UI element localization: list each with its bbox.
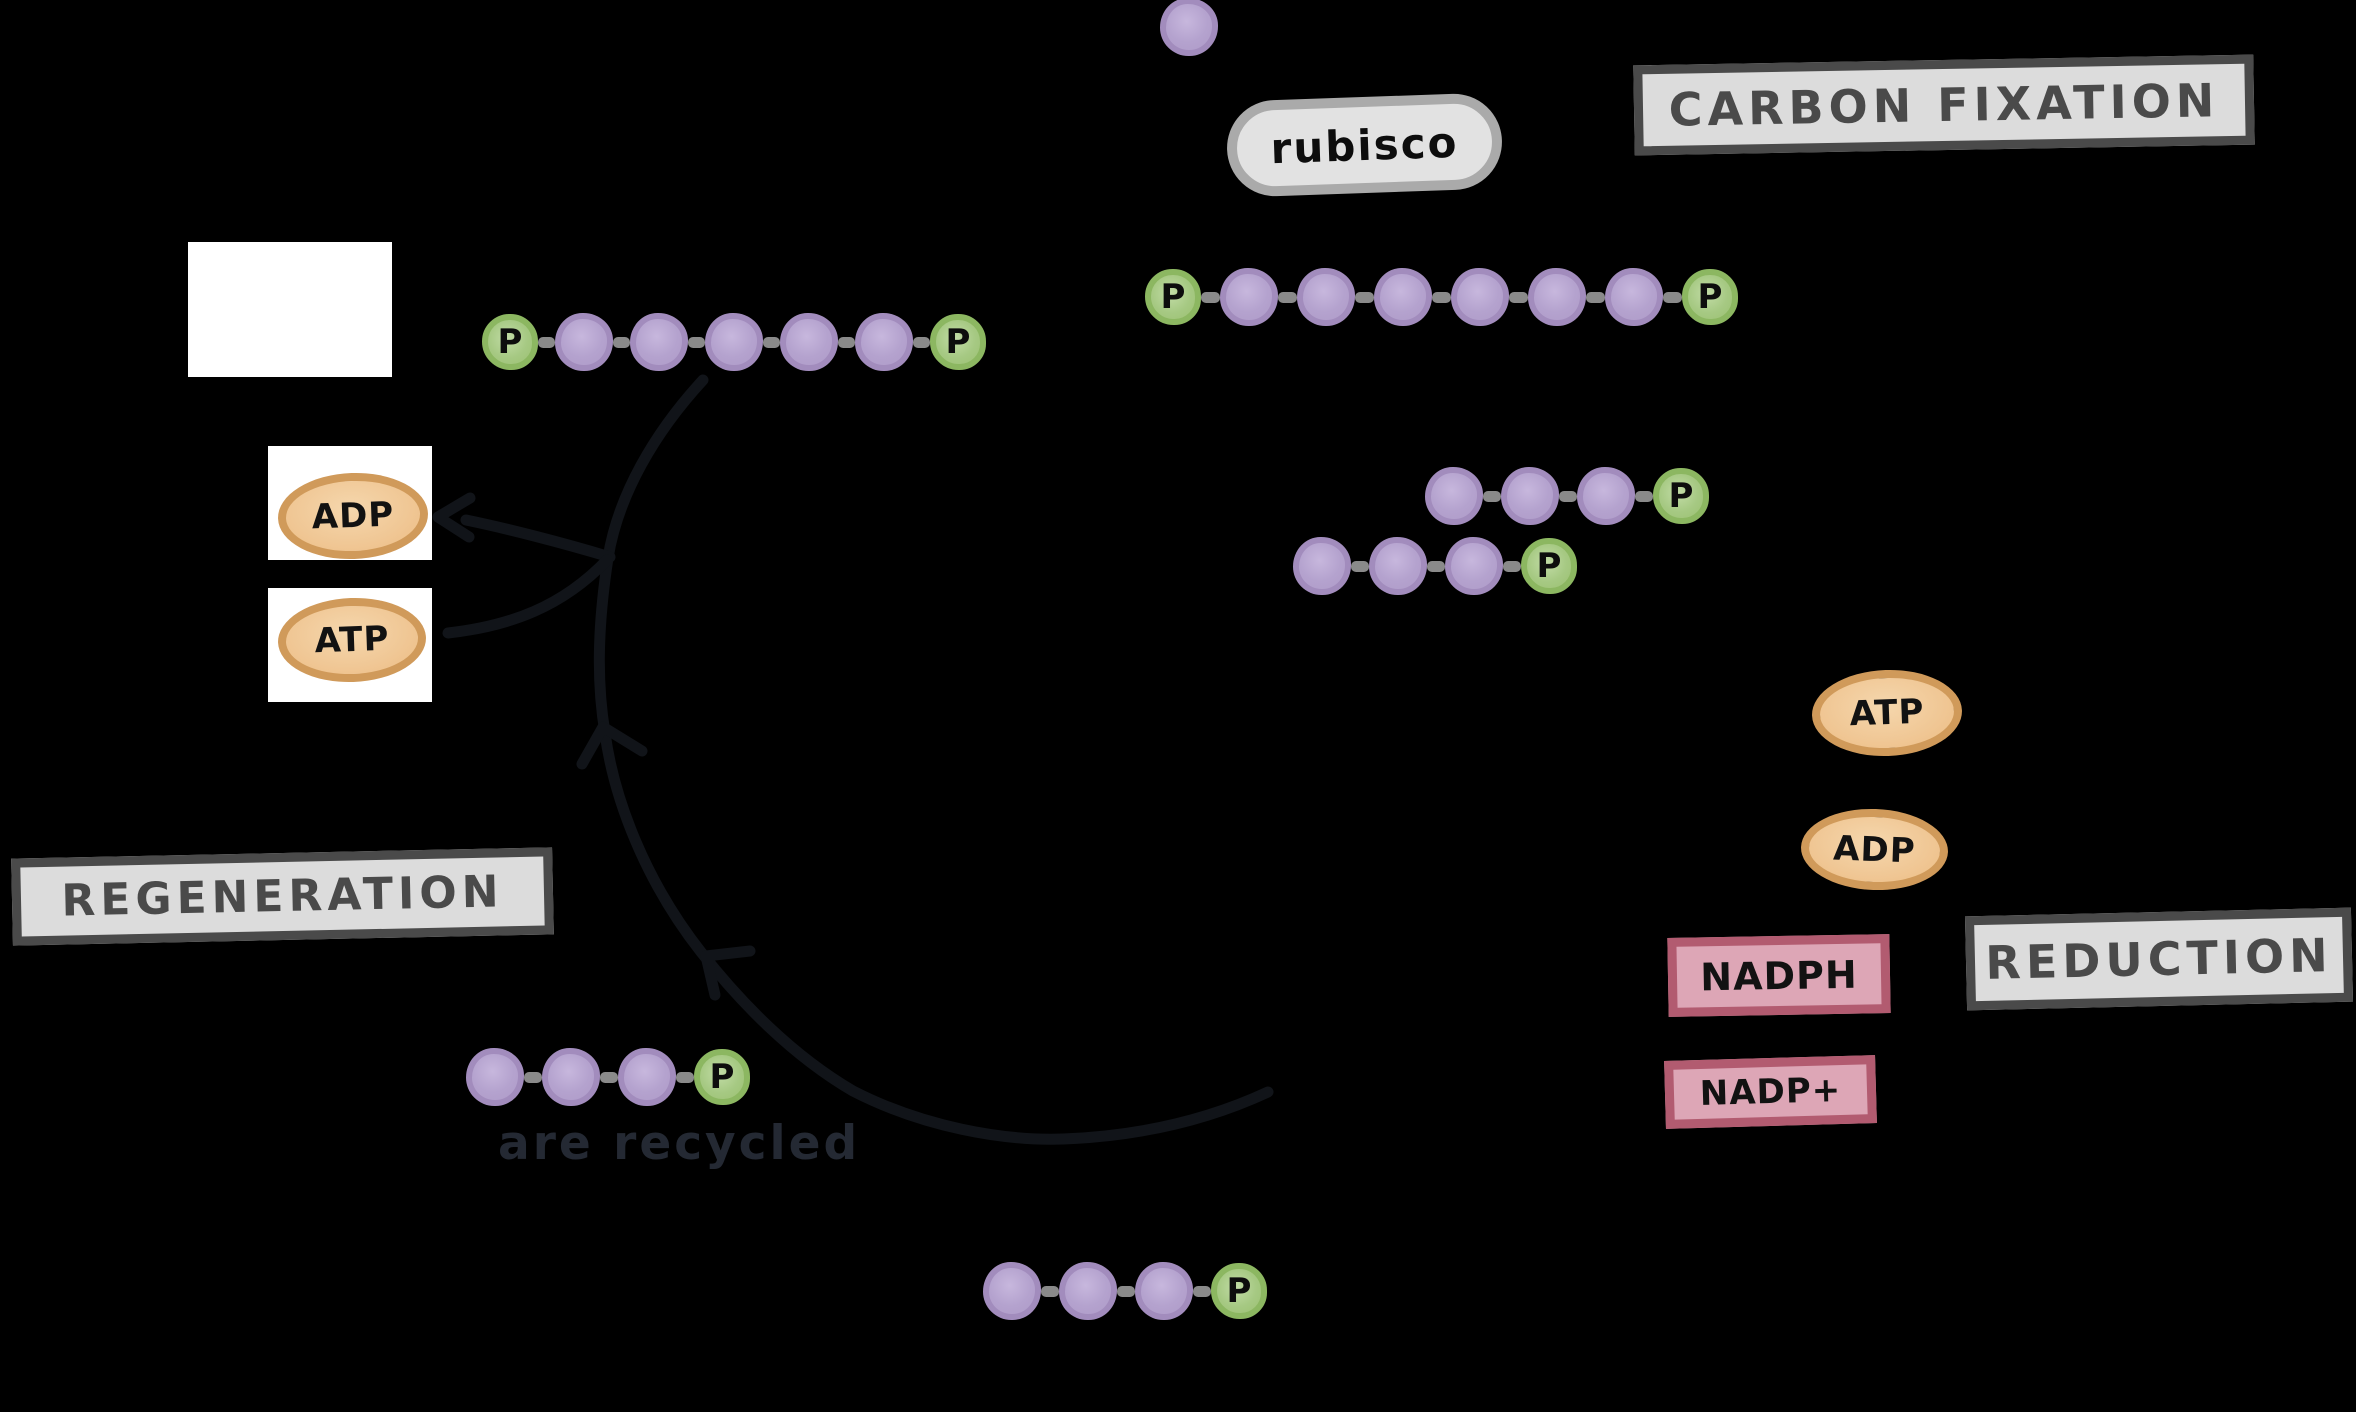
phosphate-icon: P: [694, 1049, 750, 1105]
carbon-icon: [630, 313, 688, 371]
carbon-icon: [1528, 268, 1586, 326]
bond-link: [538, 336, 555, 348]
carbon-icon: [555, 313, 613, 371]
carbon-icon: [983, 1262, 1041, 1320]
reduction-label: REDUCTION: [1964, 907, 2354, 1011]
adp-arrow: [460, 514, 616, 563]
bond-link: [1193, 1285, 1211, 1297]
carbon-icon: [1297, 268, 1355, 326]
carbon-icon: [618, 1048, 676, 1106]
carbon-icon: [1425, 467, 1483, 525]
nadp-plus-badge: NADP+: [1664, 1055, 1877, 1129]
co2-molecule: [1160, 0, 1218, 56]
carbon-icon: [1160, 0, 1218, 56]
nadph-badge: NADPH: [1667, 934, 1891, 1017]
bond-link: [838, 336, 855, 348]
bond-link: [1355, 291, 1374, 303]
bond-link: [1117, 1285, 1135, 1297]
bond-link: [1559, 490, 1577, 502]
bond-link: [1432, 291, 1451, 303]
carbon-icon: [1605, 268, 1663, 326]
bond-link: [676, 1071, 694, 1083]
bond-link: [763, 336, 780, 348]
phosphate-icon: P: [1211, 1263, 1267, 1319]
cycle-arrowhead-lower-icon: [700, 945, 756, 1001]
are-recycled-note: are recycled: [498, 1116, 861, 1171]
phosphate-icon: P: [1521, 538, 1577, 594]
carbon-icon: [1501, 467, 1559, 525]
bond-link: [1503, 560, 1521, 572]
carbon-icon: [1135, 1262, 1193, 1320]
phosphate-icon: P: [482, 314, 538, 370]
bond-link: [600, 1071, 618, 1083]
phosphate-icon: P: [1682, 269, 1738, 325]
carbon-icon: [1445, 537, 1503, 595]
bond-link: [913, 336, 930, 348]
bond-link: [1586, 291, 1605, 303]
phosphate-icon: P: [1145, 269, 1201, 325]
carbon-icon: [1059, 1262, 1117, 1320]
bond-link: [613, 336, 630, 348]
bond-link: [1483, 490, 1501, 502]
bond-link: [1201, 291, 1220, 303]
carbon-icon: [780, 313, 838, 371]
carbon-icon: [1220, 268, 1278, 326]
g3p-recycled-chain: P: [466, 1048, 750, 1106]
atp-arrow: [442, 554, 613, 639]
carbon-icon: [705, 313, 763, 371]
carbon-icon: [466, 1048, 524, 1106]
g3p-output-chain: P: [983, 1262, 1267, 1320]
adp-arrowhead-icon: [432, 492, 476, 543]
bond-link: [1351, 560, 1369, 572]
carbon-icon: [1293, 537, 1351, 595]
bond-link: [1278, 291, 1297, 303]
bond-link: [1509, 291, 1528, 303]
bond-link: [524, 1071, 542, 1083]
bond-link: [1663, 291, 1682, 303]
carbon-icon: [855, 313, 913, 371]
bond-link: [1635, 490, 1653, 502]
bond-link: [1041, 1285, 1059, 1297]
rubp-callout-box: [188, 242, 392, 377]
carbon-icon: [1577, 467, 1635, 525]
bond-link: [1427, 560, 1445, 572]
cycle-arrowhead-upper-icon: [576, 721, 648, 770]
phosphate-icon: P: [930, 314, 986, 370]
three-carbon-chain-upper: P: [1425, 467, 1709, 525]
cycle-arc: [593, 374, 1274, 1145]
carbon-icon: [1374, 268, 1432, 326]
carbon-fixation-label: CARBON FIXATION: [1633, 54, 2255, 156]
regeneration-label: REGENERATION: [11, 847, 554, 946]
bond-link: [688, 336, 705, 348]
phosphate-icon: P: [1653, 468, 1709, 524]
three-carbon-chain-lower: P: [1293, 537, 1577, 595]
carbon-icon: [542, 1048, 600, 1106]
rubisco-enzyme-bubble: rubisco: [1225, 92, 1504, 198]
carbon-icon: [1451, 268, 1509, 326]
carbon-icon: [1369, 537, 1427, 595]
